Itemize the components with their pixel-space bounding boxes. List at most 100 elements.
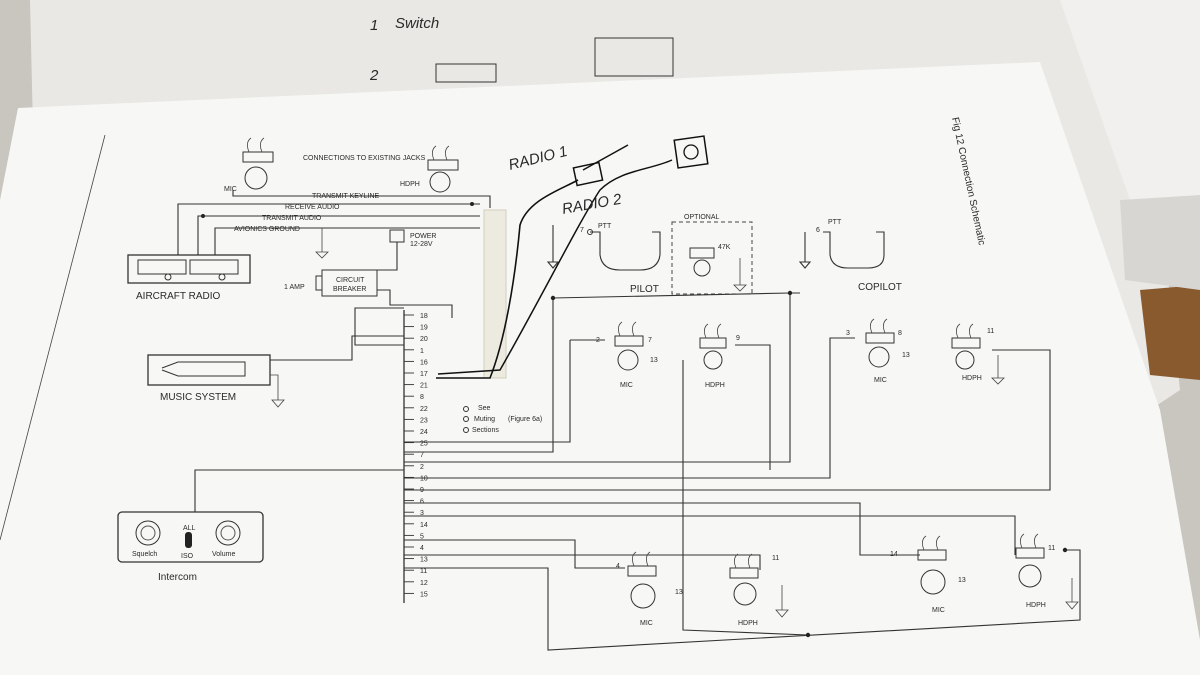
keyline-wire: [232, 190, 491, 208]
lower-mic2-label: MIC: [932, 607, 945, 614]
copilot-mic-label: MIC: [874, 377, 887, 384]
optional-box: [671, 221, 753, 295]
music-system: [147, 354, 271, 386]
pin-label: 21: [420, 383, 428, 390]
power-strip-wire: [354, 307, 404, 346]
lower-hdph-jack-2: [1015, 533, 1079, 610]
see-label: See: [478, 405, 491, 412]
tape-strip: [483, 209, 507, 379]
table-edge: [1120, 195, 1200, 290]
optional-label: OPTIONAL: [684, 214, 720, 221]
keyline-label: TRANSMIT KEYLINE: [312, 193, 379, 200]
lower-mic-jack-1: [627, 551, 657, 609]
pilot-ptt-pin: 7: [580, 227, 584, 234]
lower-hdph2-label: HDPH: [1026, 602, 1046, 609]
pilot-mic-jack: [614, 321, 644, 371]
existing-hdph-label: HDPH: [400, 181, 420, 188]
circuit-label: CIRCUIT: [336, 277, 365, 284]
junction-dot: [805, 632, 811, 638]
table-corner: [1140, 285, 1200, 380]
wire-6: [404, 349, 1051, 491]
hand-wire-radio1: [436, 179, 579, 379]
wire-13-pilot: [682, 360, 809, 636]
copilot-mic-pin-3: 3: [846, 330, 850, 337]
mute-terminal: [463, 406, 469, 412]
lower-mic1-label: MIC: [640, 620, 653, 627]
pin-label: 11: [420, 568, 427, 575]
copilot-hdph-pin: 11: [987, 328, 994, 335]
mute-terminal: [463, 416, 469, 422]
music-wire: [270, 335, 404, 361]
top-scribble: Switch: [395, 15, 439, 32]
lower-mic2-pin-13: 13: [958, 577, 966, 584]
pin-label: 7: [420, 452, 424, 459]
sections-label: Sections: [472, 427, 499, 434]
aircraft-radio-label: AIRCRAFT RADIO: [136, 291, 220, 302]
lower-hdph-jack-1: [729, 553, 789, 618]
wire-14: [404, 515, 1016, 555]
ground-symbol: [315, 228, 329, 259]
wire-3: [404, 502, 920, 556]
music-system-label: MUSIC SYSTEM: [160, 392, 236, 403]
junction-dot: [470, 202, 474, 206]
lower-hdph1-label: HDPH: [738, 620, 758, 627]
pilot-label: PILOT: [630, 284, 659, 295]
lower-hdph1-pin: 11: [772, 555, 779, 562]
pin-label: 5: [420, 533, 424, 540]
lower-mic2-pin-14: 14: [890, 551, 898, 558]
copilot-mic-jack: [865, 318, 895, 368]
pin-label: 24: [420, 429, 428, 436]
copilot-hdph-label: HDPH: [962, 375, 982, 382]
lower-mic1-pin-4: 4: [616, 563, 620, 570]
power-wire: [377, 242, 398, 271]
main-paper: [0, 62, 1200, 675]
iso-label: ISO: [181, 553, 194, 560]
pilot-mic-label: MIC: [620, 382, 633, 389]
pin-label: 4: [420, 545, 424, 552]
top-box-1: [594, 37, 674, 77]
one-amp-label: 1 AMP: [284, 284, 305, 291]
all-label: ALL: [183, 525, 196, 532]
copilot-hdph-jack: [951, 323, 1005, 385]
pilot-hdph-jack: [699, 323, 727, 370]
pilot-mic-pin-2: 2: [596, 337, 600, 344]
intercom-panel: [117, 511, 264, 563]
wire-2-down: [404, 340, 571, 443]
pin-label: 3: [420, 510, 424, 517]
hand-button-box: [673, 135, 709, 169]
pin-label: 1: [420, 348, 424, 355]
hand-wire-switch: [437, 159, 673, 375]
optional-mic-jack: [689, 247, 747, 292]
intercom-wire: [194, 469, 404, 512]
copilot-mic-pin-13: 13: [902, 352, 910, 359]
volume-label: Volume: [212, 551, 235, 558]
margin-line: [0, 134, 106, 541]
connections-note: CONNECTIONS TO EXISTING JACKS: [303, 155, 426, 162]
lower-mic1-pin-13: 13: [675, 589, 683, 596]
pin-label: 23: [420, 417, 428, 424]
wire-4: [404, 539, 625, 569]
pilot-hdph-pin: 9: [736, 335, 740, 342]
pilot-ptt-label: PTT: [598, 223, 612, 230]
pin-label: 22: [420, 406, 428, 413]
pin-label: 10: [420, 475, 428, 482]
pin-label: 19: [420, 325, 428, 332]
pin-label: 2: [420, 464, 424, 471]
pilot-mic-pin-13: 13: [650, 357, 658, 364]
junction-dot: [1062, 547, 1068, 553]
squelch-label: Squelch: [132, 551, 157, 558]
existing-mic-jack: [242, 137, 274, 190]
resistor-label: 47K: [718, 244, 731, 251]
junction-dot: [787, 290, 793, 296]
wire-13: [404, 554, 761, 570]
power-voltage: 12-28V: [410, 241, 433, 248]
pilot-mic-pin-7: 7: [648, 337, 652, 344]
circuit-breaker: [315, 269, 378, 297]
pin-label: 25: [420, 441, 428, 448]
pin-label: 18: [420, 313, 428, 320]
pin-label: 16: [420, 359, 428, 366]
pin-label: 14: [420, 522, 428, 529]
wire-hdph-pilot: [735, 344, 771, 470]
lower-hdph2-pin: 11: [1048, 545, 1055, 552]
